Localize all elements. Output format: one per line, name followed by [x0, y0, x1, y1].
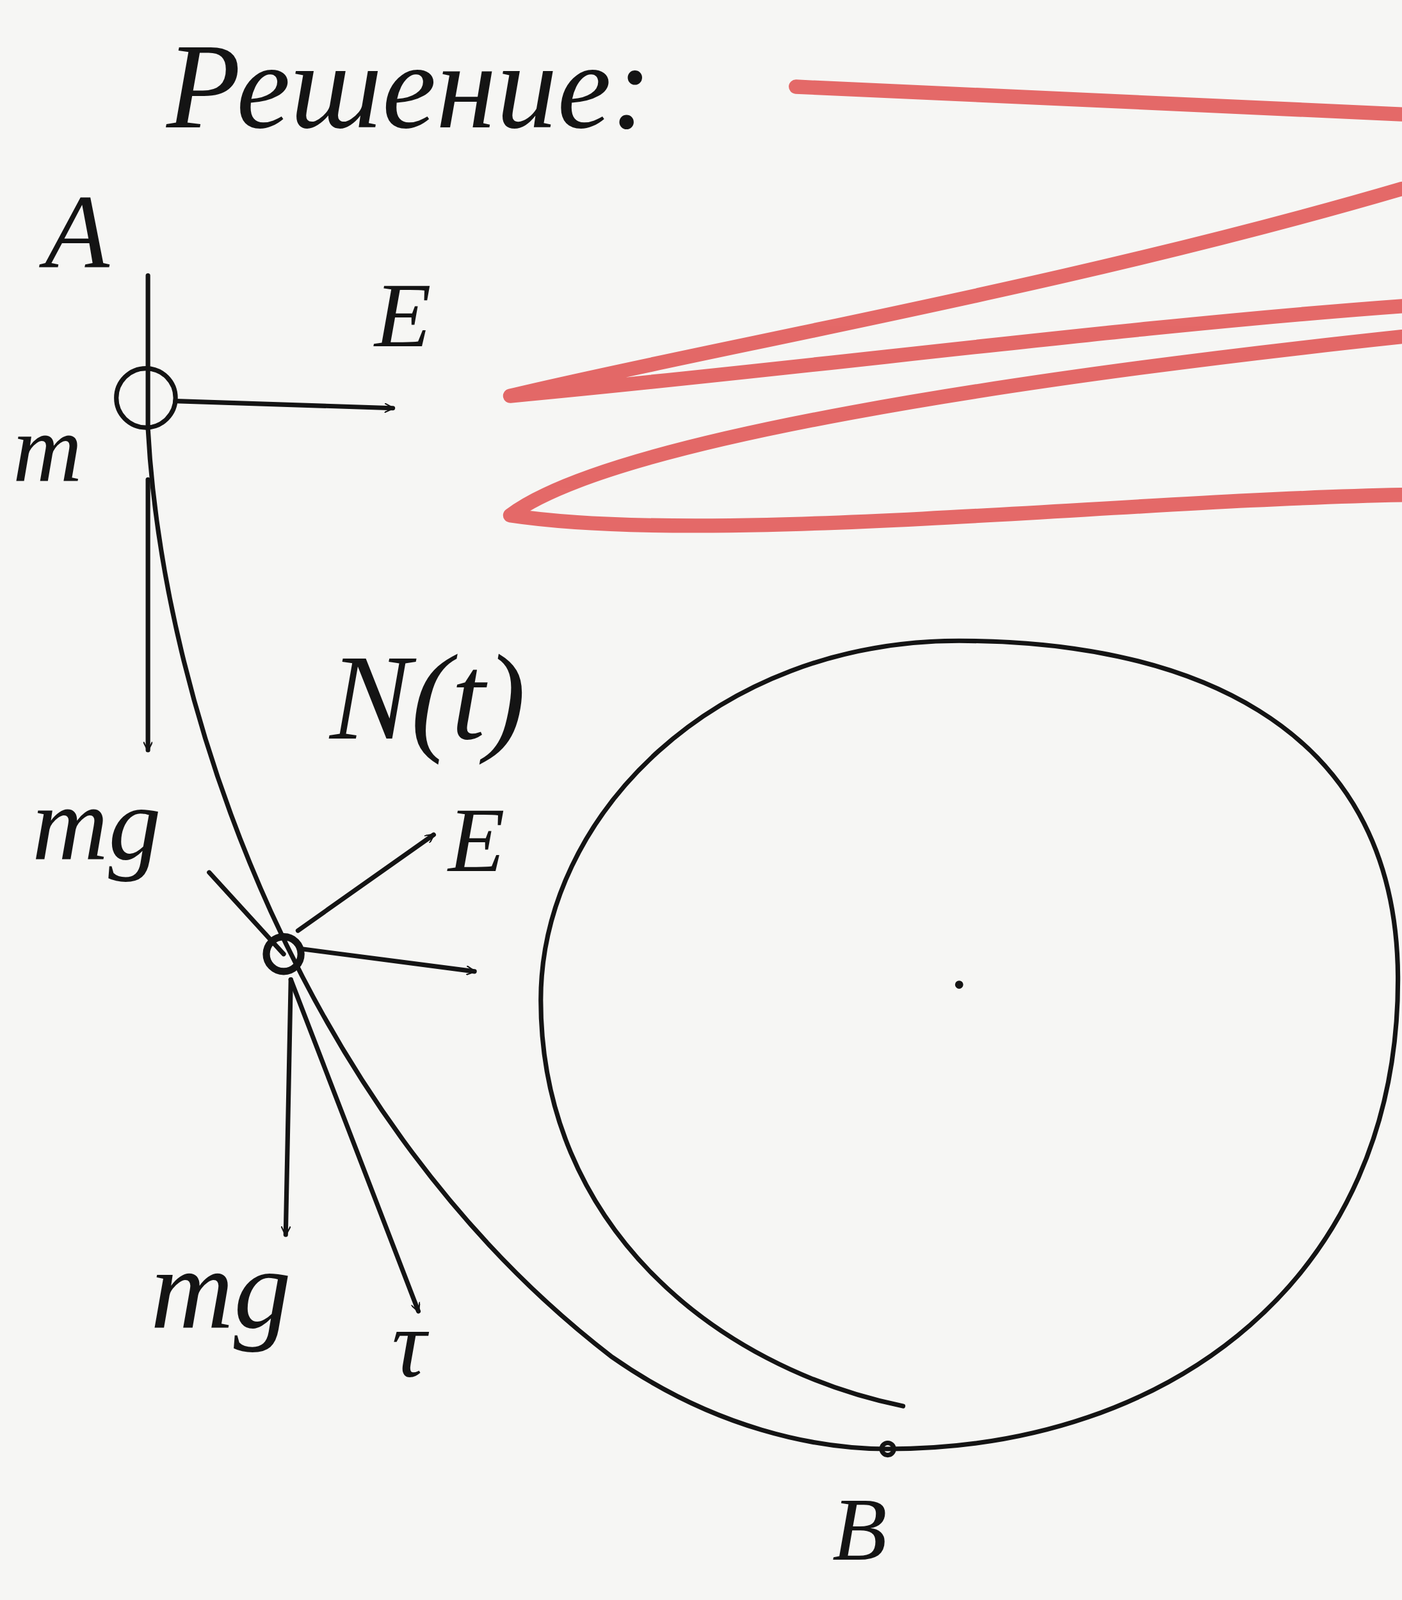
solution-heading: Решение:	[166, 25, 652, 148]
force-label: N(t)	[329, 636, 526, 759]
point-label: B	[832, 1485, 888, 1575]
red-scribble	[510, 87, 1402, 527]
field-label: E	[448, 793, 506, 887]
force-label: mg	[32, 771, 162, 878]
mass-label: m	[12, 400, 82, 497]
field-label: E	[374, 268, 432, 362]
force-label: mg	[150, 1232, 292, 1348]
wire-and-loop	[147, 275, 1399, 1450]
force-arrows	[147, 401, 475, 1312]
tangent-label: τ	[391, 1296, 427, 1393]
beads	[116, 368, 964, 1456]
point-label: A	[44, 179, 110, 285]
